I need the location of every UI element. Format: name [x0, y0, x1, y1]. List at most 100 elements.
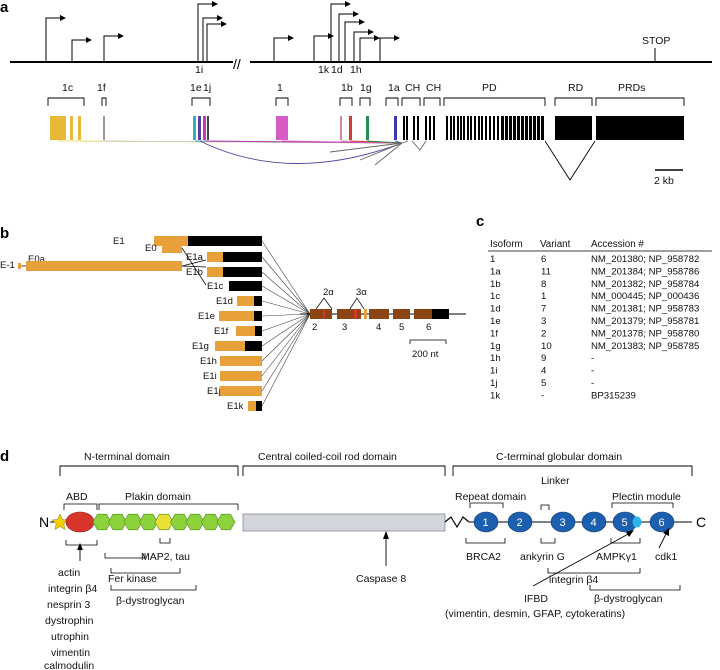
promoter-arrow-line [197, 3, 212, 62]
repeat-domain-label: Repeat domain [455, 491, 526, 503]
table-cell: NM_201380; NP_958782 [591, 254, 699, 265]
exon-block [497, 116, 499, 140]
exon-label-pd: PD [482, 82, 497, 94]
domain-label-rod: Central coiled-coil rod domain [258, 451, 397, 463]
star-icon [51, 513, 69, 531]
brca2-label: BRCA2 [466, 551, 501, 563]
exon-label-1j: 1j [203, 82, 211, 94]
exon-block [450, 116, 452, 140]
exon-block [505, 116, 508, 140]
promoter-label-1d: 1d [331, 64, 343, 76]
exon-block [467, 116, 469, 140]
fan-line [261, 313, 311, 377]
exon-block [537, 116, 540, 140]
scale-label-b: 200 nt [412, 349, 439, 360]
table-cell: - [591, 378, 594, 389]
table-cell: 5 [541, 378, 546, 389]
abd-domain-shape [65, 511, 95, 533]
panel-d: d N-terminal domain Central coiled-coil … [0, 448, 706, 670]
exon-b-label: E1 [113, 236, 125, 247]
exon-b-label: E1i [203, 371, 217, 382]
repeat-number: 1 [483, 517, 489, 529]
promoter-label-1i: 1i [195, 64, 203, 76]
abd-binder-list: actin integrin β4 nesprin 3 dystrophin u… [44, 567, 97, 670]
exon-block [478, 116, 480, 140]
exon-block [521, 116, 524, 140]
fan-lines [261, 240, 311, 407]
table-cell: 8 [541, 279, 546, 290]
exon-block [406, 116, 408, 140]
exon-block-1b [340, 116, 342, 140]
exon-num-4: 4 [376, 322, 381, 333]
exon-b-label: E1j [207, 386, 221, 397]
spectrin-repeat-hexagon [154, 513, 174, 531]
exon-num-2: 2 [312, 322, 317, 333]
abd-binder-dystrophin: dystrophin [45, 615, 94, 627]
table-cell: 1g [490, 341, 501, 352]
table-cell: 1i [490, 366, 497, 377]
exon-b-bar-orange [162, 243, 182, 253]
repeat-number: 3 [560, 517, 566, 529]
exon-b-label: E1e [198, 311, 215, 322]
table-cell: 3 [541, 316, 546, 327]
exon-b-label: E0 [145, 243, 157, 254]
table-cell: 7 [541, 304, 546, 315]
exon-b-5 [393, 309, 410, 319]
abd-binder-utrophin: utrophin [51, 631, 89, 643]
table-cell: 9 [541, 353, 546, 364]
exon-block-1a [394, 116, 397, 140]
domain-brackets [59, 465, 693, 476]
table-cell: 1c [490, 291, 500, 302]
spectrin-repeat-hexagon [185, 513, 205, 531]
exon-b-label: E1d [216, 296, 233, 307]
exon-b-label: E1f [214, 326, 229, 337]
splice-lines [57, 140, 596, 181]
table-cell: 1d [490, 304, 501, 315]
spectrin-repeat-hexagon [108, 513, 127, 531]
repeat-domain-shape [550, 511, 576, 533]
exon-b-bar-black [254, 311, 262, 321]
exon-num-3: 3 [342, 322, 347, 333]
exon-b-bar-orange [237, 296, 254, 306]
exon-label-1b: 1b [341, 82, 353, 94]
exon-block [417, 116, 419, 140]
exon-brackets [47, 97, 685, 106]
exon-b-bar-orange [220, 386, 262, 396]
exon-b-bar-orange [248, 401, 256, 411]
exon-label-1f: 1f [97, 82, 106, 94]
promoter-arrowhead [345, 1, 351, 7]
table-cell: NM_000445; NP_000436 [591, 291, 699, 302]
repeat-domain-shape [473, 511, 499, 533]
first-exon-blocks [50, 116, 397, 140]
exon-label-ch1: CH [405, 82, 420, 94]
exon-b-label: E1c [207, 281, 224, 292]
table-cell: NM_201381; NP_958783 [591, 304, 699, 315]
exon-label-prds: PRDs [618, 82, 645, 94]
stop-label: STOP [642, 35, 670, 47]
table-cell: 1e [490, 316, 501, 327]
panel-b: b E1E1aE1bE0E1cE1dE1eE1fE1gE1hE1iE1jE1k … [0, 225, 466, 412]
exon-block [525, 116, 528, 140]
genomic-break: // [233, 56, 241, 72]
table-cell: 11 [541, 266, 551, 277]
exon-label-1c: 1c [62, 82, 73, 94]
exon-b-bar-orange [207, 252, 223, 262]
exon-block [429, 116, 431, 140]
repeat-number: 4 [591, 517, 597, 529]
spectrin-repeat-hexagon [139, 513, 158, 531]
linker-label: Linker [541, 475, 570, 487]
exon-b-bar-orange [219, 311, 254, 321]
promoter-arrow-line [353, 31, 368, 62]
scale-label-a: 2 kb [654, 175, 674, 187]
table-cell: 1a [490, 266, 501, 277]
exon-block [463, 116, 465, 140]
spectrin-repeat-hexagon [170, 513, 189, 531]
downstream-exon-blocks [403, 116, 544, 140]
table-cell: 1b [490, 279, 501, 290]
plakin-label: Plakin domain [125, 491, 191, 503]
abd-binder-integrin: integrin β4 [48, 583, 97, 595]
exon-b-label: E1k [227, 401, 244, 412]
promoter-arrow-line [202, 17, 217, 62]
